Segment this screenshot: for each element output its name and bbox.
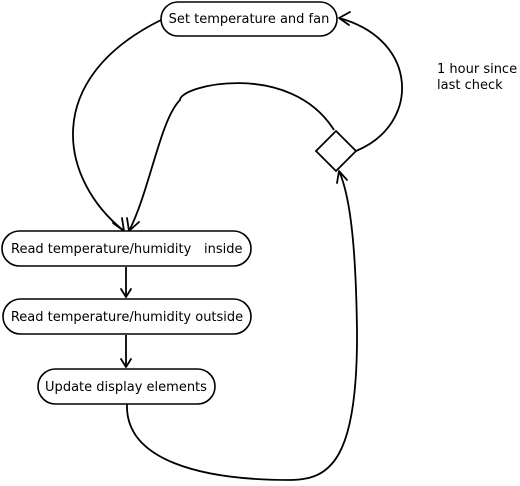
- node-set-temperature-fan: Set temperature and fan: [160, 1, 338, 37]
- node-update-display-label: Update display elements: [45, 380, 207, 395]
- node-update-display: Update display elements: [37, 368, 216, 405]
- edge-set-to-read-inside: [72, 19, 162, 232]
- node-read-inside-suffix: inside: [204, 242, 243, 257]
- decision-label: 1 hour since last check: [437, 62, 517, 93]
- edge-decision-to-set: [338, 11, 403, 152]
- decision-diamond: [314, 129, 358, 173]
- edge-read-outside-to-update: [120, 335, 132, 368]
- node-read-outside: Read temperature/humidity outside: [2, 298, 252, 335]
- edge-update-to-decision: [126, 170, 358, 481]
- decision-label-line1: 1 hour since: [437, 62, 517, 77]
- node-read-outside-label: Read temperature/humidity outside: [11, 310, 243, 325]
- node-set-temperature-fan-label: Set temperature and fan: [169, 12, 330, 27]
- edge-decision-to-read-inside: [126, 82, 335, 232]
- decision-label-line2: last check: [437, 78, 503, 93]
- edge-read-inside-to-outside: [120, 267, 132, 298]
- node-read-inside-label: Read temperature/humidity: [11, 242, 192, 257]
- node-read-inside: Read temperature/humidity inside: [1, 230, 252, 267]
